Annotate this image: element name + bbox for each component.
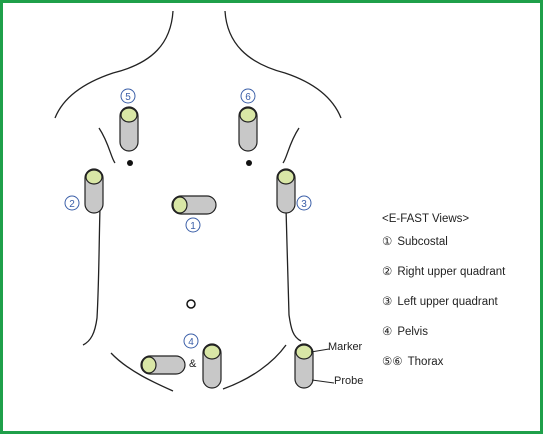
view-number-3: 3: [301, 199, 307, 210]
marker-label: Marker: [328, 341, 362, 353]
marker-leader-line: [311, 349, 329, 352]
left-torso-side: [83, 208, 100, 345]
left-collarbone: [99, 128, 115, 163]
probe-view-1: [172, 196, 216, 214]
legend-item-thorax: ⑤⑥ Thorax: [382, 354, 505, 368]
legend-number: ②: [382, 266, 392, 278]
view-number-4: 4: [188, 337, 194, 348]
probe-view-3: [277, 169, 295, 213]
probe-view-4-longitudinal: [203, 344, 221, 388]
right-nipple: [246, 160, 252, 166]
legend-label: Thorax: [408, 356, 444, 368]
left-nipple: [127, 160, 133, 166]
view-number-circles: [65, 89, 311, 348]
probe-view-6: [239, 107, 257, 151]
legend-label: Pelvis: [397, 326, 428, 338]
legend-item-pelvis: ④ Pelvis: [382, 324, 505, 338]
navel: [187, 300, 195, 308]
legend-number: ④: [382, 326, 392, 338]
view-number-2: 2: [69, 199, 75, 210]
legend-label: Right upper quadrant: [397, 266, 505, 278]
legend-number: ①: [382, 236, 392, 248]
view-number-5: 5: [125, 92, 131, 103]
probe-view-2: [85, 169, 103, 213]
right-shoulder-line: [225, 11, 341, 118]
legend-title: <E-FAST Views>: [382, 213, 505, 225]
probe-leader-line: [312, 380, 334, 383]
pelvis-ampersand: &: [189, 358, 196, 370]
view-number-1: 1: [190, 221, 196, 232]
legend-label: Left upper quadrant: [397, 296, 497, 308]
view-number-6: 6: [245, 92, 251, 103]
right-hip-line: [223, 345, 286, 389]
probe-view-4-transverse: [141, 356, 185, 374]
right-collarbone: [283, 128, 299, 163]
probe-label: Probe: [334, 375, 363, 387]
probe-view-5: [120, 107, 138, 151]
legend-number: ⑤⑥: [382, 356, 403, 368]
legend-item-subcostal: ① Subcostal: [382, 234, 505, 248]
efast-legend: <E-FAST Views> ① Subcostal ② Right upper q…: [382, 213, 505, 384]
legend-label: Subcostal: [397, 236, 448, 248]
legend-number: ③: [382, 296, 392, 308]
right-torso-side: [286, 208, 301, 341]
legend-item-right-upper-quadrant: ② Right upper quadrant: [382, 264, 505, 278]
left-shoulder-line: [55, 11, 173, 118]
legend-item-left-upper-quadrant: ③ Left upper quadrant: [382, 294, 505, 308]
